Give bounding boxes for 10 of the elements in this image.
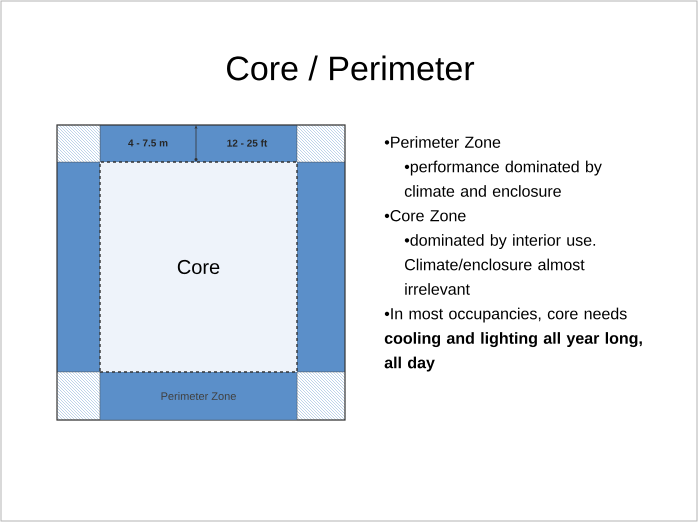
perimeter-zone-band: Perimeter Zone bbox=[100, 372, 298, 420]
bullet-text: •In most occupancies, core needs cooling and lighting all year long, all day bbox=[384, 308, 642, 372]
bullet-text: •Core Zone bbox=[384, 210, 466, 222]
bullet-text: •Perimeter Zone bbox=[384, 136, 500, 148]
bullet-text: •performance dominated by climate and enclosure bbox=[404, 160, 602, 197]
dimension-label: 12 - 25 ft bbox=[227, 139, 268, 147]
dimension-label: 4 - 7.5 m bbox=[128, 140, 168, 146]
bullet-text: •dominated by interior use. Climate/enclosure almost irrelevant bbox=[404, 234, 596, 295]
slide-title: Core / Perimeter bbox=[227, 56, 474, 80]
core-area: Core bbox=[99, 161, 298, 373]
